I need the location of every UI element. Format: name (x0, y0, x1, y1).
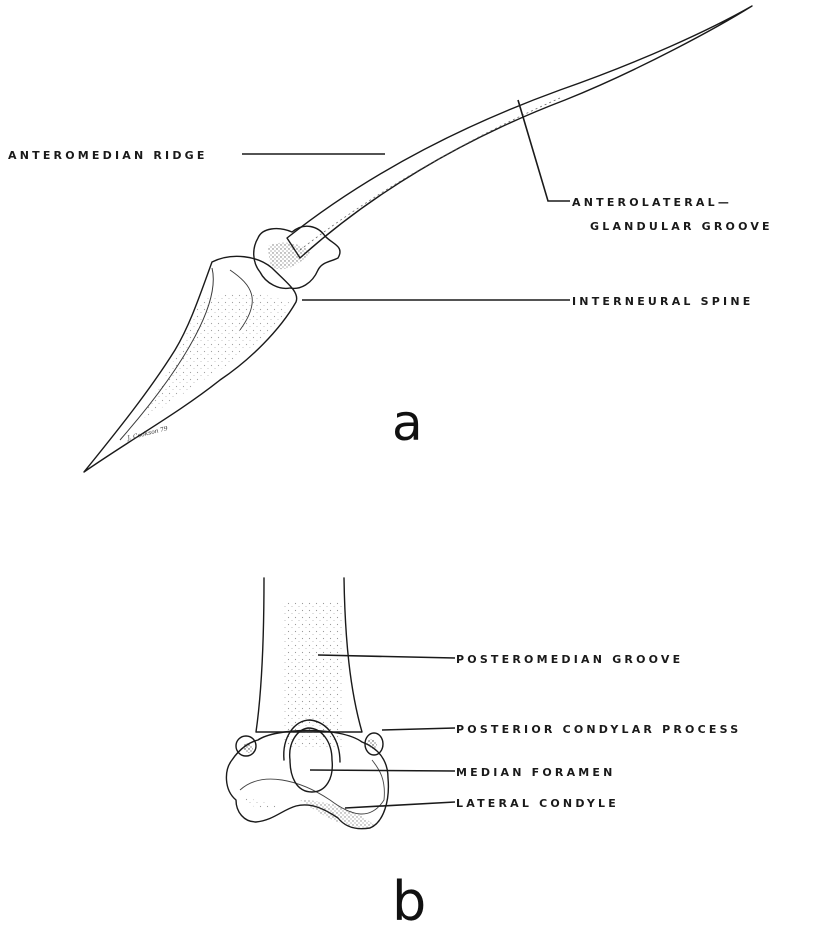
label-posterior-condylar-process: POSTERIOR CONDYLAR PROCESS (456, 723, 741, 736)
leader-posterior-condylar-process (382, 728, 455, 730)
panel-letter-b: b (392, 870, 426, 928)
label-anteromedian-ridge: ANTEROMEDIAN RIDGE (8, 149, 208, 162)
label-anterolateral-line2: GLANDULAR GROOVE (590, 220, 773, 233)
condyle-drawing (226, 578, 388, 829)
label-median-foramen: MEDIAN FORAMEN (456, 766, 616, 779)
leader-lateral-condyle (345, 802, 455, 808)
artist-signature: J. Cookson 79 (125, 425, 169, 442)
leader-median-foramen (310, 770, 455, 771)
label-interneural-spine: INTERNEURAL SPINE (572, 295, 753, 308)
label-lateral-condyle: LATERAL CONDYLE (456, 797, 619, 810)
label-posteromedian-groove: POSTEROMEDIAN GROOVE (456, 653, 683, 666)
label-anterolateral-line1: ANTEROLATERAL— (572, 196, 732, 209)
panel-letter-a: a (392, 394, 423, 452)
